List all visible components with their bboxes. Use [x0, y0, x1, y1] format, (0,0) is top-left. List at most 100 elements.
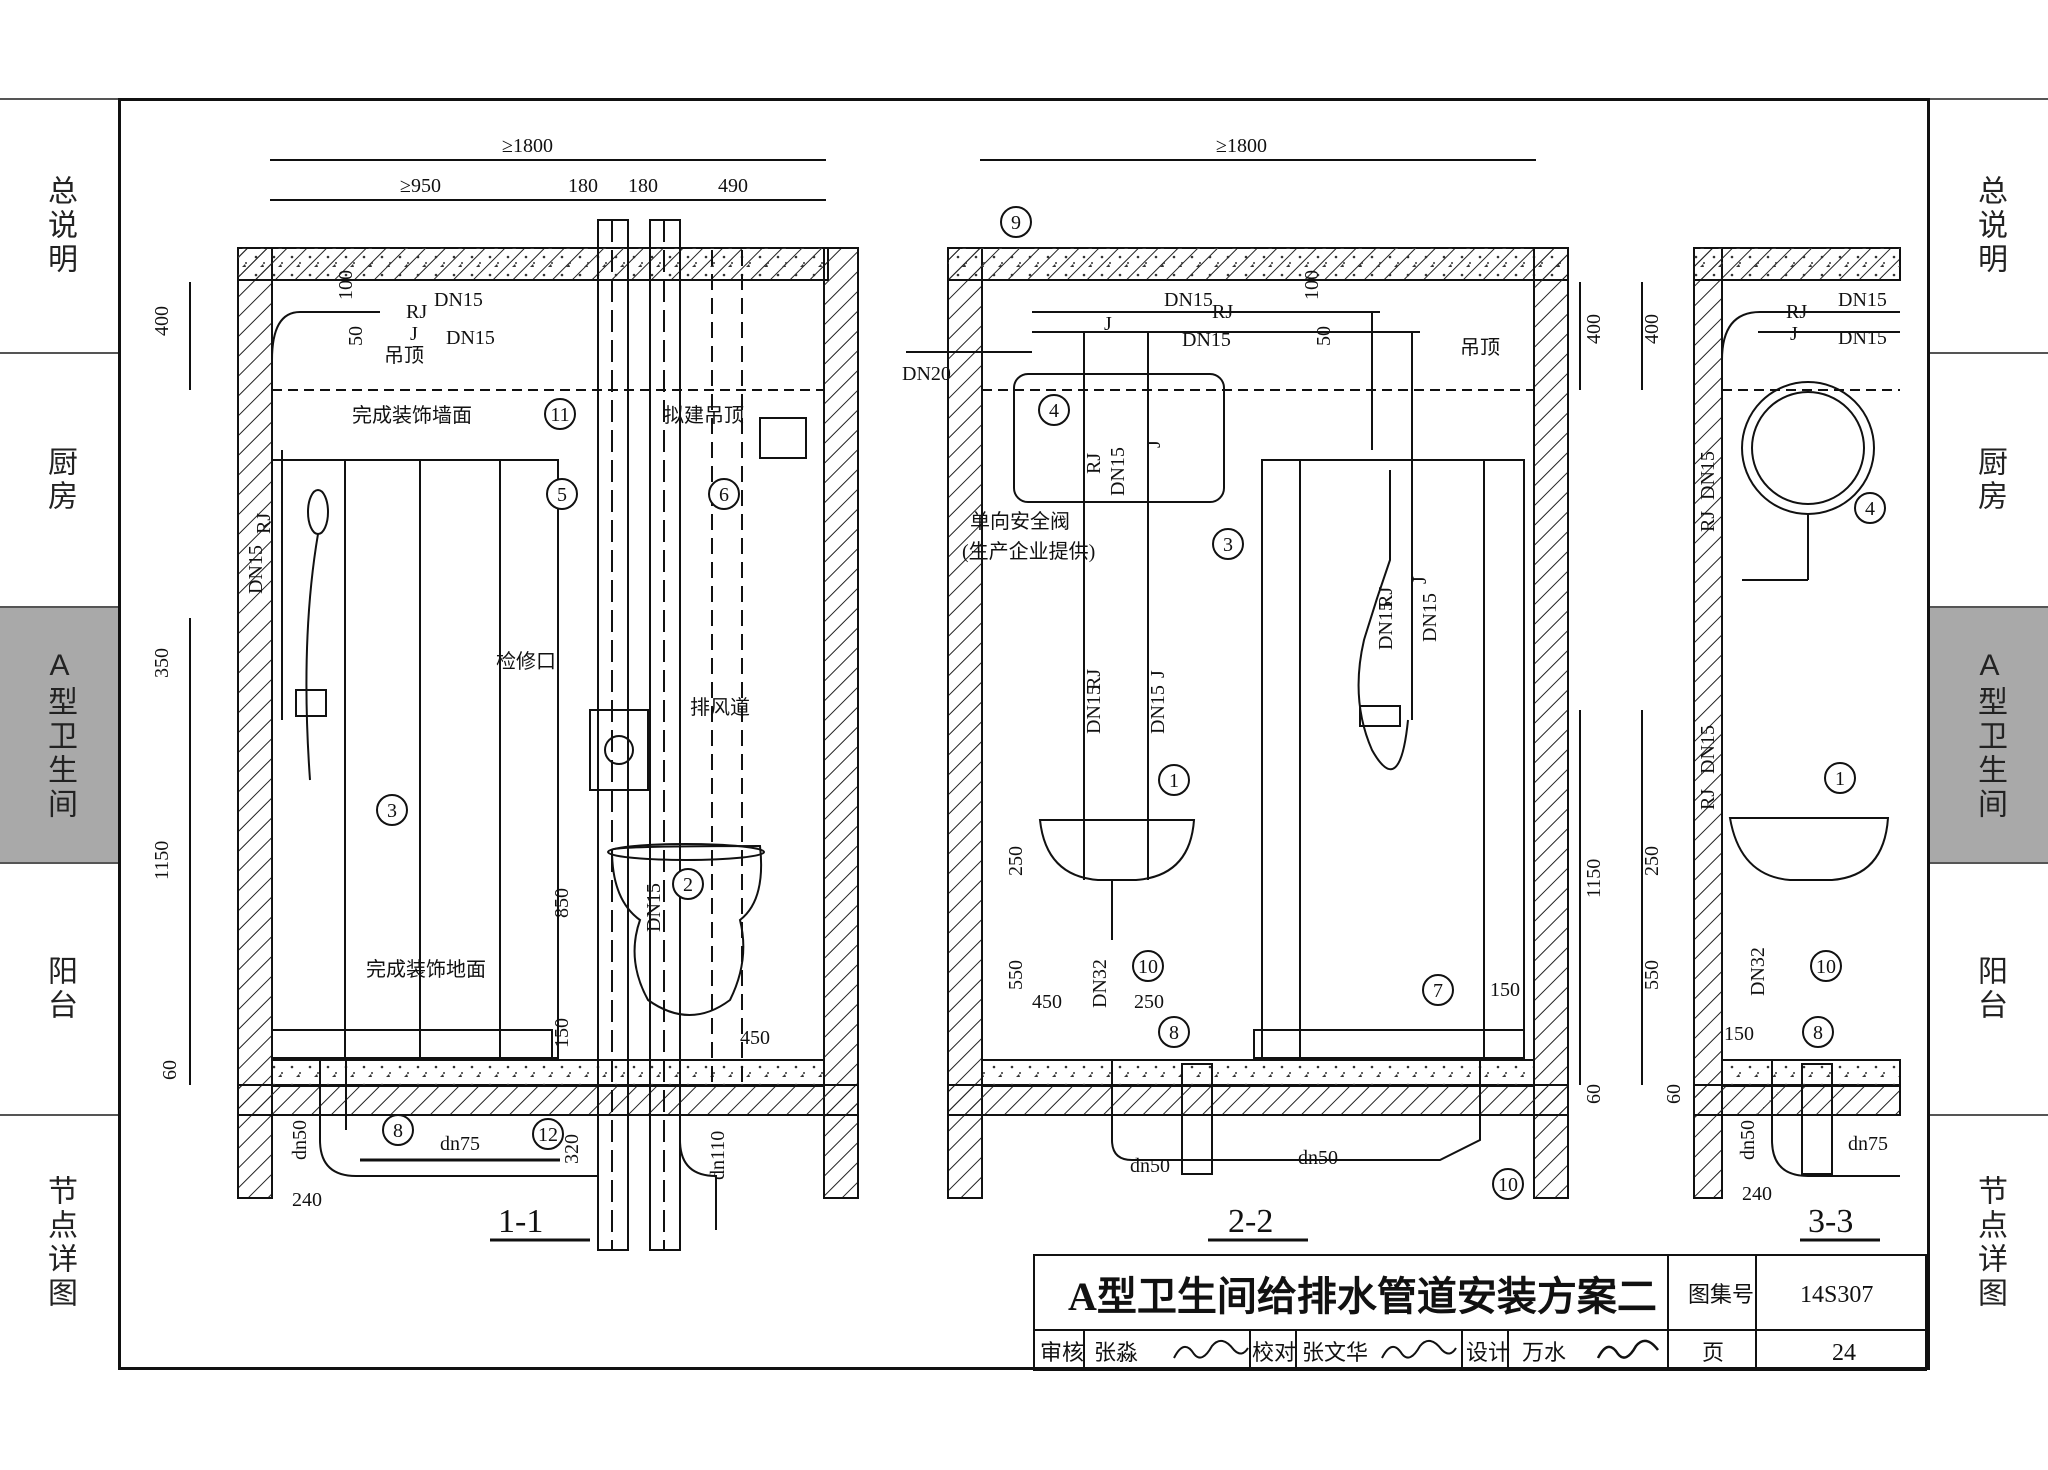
pipe-label: RJ	[406, 301, 427, 323]
pipe-label: RJ	[1212, 301, 1233, 323]
dim-label: 60	[1583, 1084, 1605, 1104]
pipe-label: dn75	[440, 1133, 480, 1155]
dim-label: 1150	[1583, 859, 1605, 898]
callout-number: 10	[1498, 1174, 1518, 1196]
drawing-frame	[118, 98, 1930, 1370]
pipe-label: DN15	[1083, 685, 1105, 734]
dim-label: 550	[1005, 960, 1027, 990]
checker-name: 张文华	[1302, 1340, 1368, 1365]
callout-number: 8	[393, 1120, 403, 1142]
pipe-label: dn50	[1298, 1147, 1338, 1169]
designer-signature	[1596, 1339, 1659, 1359]
side-tab-balcony[interactable]: 阳台	[43, 955, 76, 1023]
section-1-1	[189, 159, 859, 1251]
checker-signature	[1381, 1339, 1457, 1359]
dim-label: 450	[1032, 991, 1062, 1013]
pipe-label: DN15	[434, 289, 483, 311]
pipe-label: DN15	[1147, 685, 1169, 734]
callout-number: 3	[1223, 534, 1233, 556]
dim-label: 50	[345, 326, 367, 346]
callout-number: 6	[719, 484, 729, 506]
pipe-label: J	[1409, 576, 1431, 584]
page-number: 24	[1832, 1340, 1856, 1366]
side-tab-bathroom-a[interactable]: A型卫生间	[1930, 608, 2048, 862]
pipe-label: DN15	[1838, 327, 1887, 349]
review-label: 审核	[1040, 1340, 1084, 1365]
side-tab-details[interactable]: 节点详图	[1973, 1175, 2006, 1311]
pipe-label: J	[1104, 313, 1112, 335]
dim-label: 100	[335, 270, 357, 300]
callout-number: 10	[1816, 956, 1836, 978]
side-rule	[0, 352, 118, 354]
side-rule	[1930, 98, 2048, 100]
dim-label: 400	[1641, 314, 1663, 344]
pipe-label: DN32	[1089, 959, 1111, 1008]
callout-number: 3	[387, 800, 397, 822]
pipe-label: J	[410, 323, 418, 345]
dim-label: 60	[1663, 1084, 1685, 1104]
dim-label: ≥1800	[1216, 135, 1267, 157]
dim-label: 60	[159, 1060, 181, 1080]
dim-label: ≥950	[400, 175, 441, 197]
callout-group: 9 4 3 1 10 8 7 10	[1000, 206, 1524, 1200]
side-rule	[1930, 352, 2048, 354]
side-rule	[1930, 862, 2048, 864]
reviewer-name: 张淼	[1094, 1340, 1138, 1365]
pipe-label: DN15	[245, 545, 267, 594]
dim-label: 450	[740, 1027, 770, 1049]
side-tab-general[interactable]: 总说明	[43, 175, 76, 277]
callout-number: 4	[1049, 400, 1059, 422]
pipe-label: DN15	[1419, 593, 1441, 642]
side-tab-kitchen[interactable]: 厨房	[1973, 446, 2006, 514]
side-tab-kitchen[interactable]: 厨房	[43, 446, 76, 514]
atlas-label: 图集号	[1688, 1282, 1754, 1307]
callout-group: 11 5 6 3 2 8 12	[376, 398, 740, 1150]
section-label: 2-2	[1228, 1203, 1273, 1240]
dim-label: 1150	[151, 841, 173, 880]
dim-label: 550	[1641, 960, 1663, 990]
section-2-2	[906, 159, 1581, 1199]
pipe-label: DN15	[1697, 725, 1719, 774]
note-label: (生产企业提供)	[962, 540, 1095, 563]
pipe-label: dn50	[289, 1120, 311, 1160]
pipe-label: RJ	[1697, 511, 1719, 532]
dim-label: ≥1800	[502, 135, 553, 157]
dim-label: 150	[551, 1018, 573, 1048]
pipe-label: dn75	[1848, 1133, 1888, 1155]
section-3-3-labels: 400 250 550 150 60 240 RJ J DN15 DN15 DN…	[1641, 289, 1888, 1240]
title-block-text: A型卫生间给排水管道安装方案二 图集号 14S307 审核 张淼 校对 张文华 …	[1040, 1274, 1873, 1366]
callout-number: 7	[1433, 980, 1443, 1002]
section-label: 3-3	[1808, 1203, 1853, 1240]
dim-label: 320	[561, 1134, 583, 1164]
dim-label: 50	[1313, 326, 1335, 346]
dim-label: 150	[1724, 1023, 1754, 1045]
callout-group: 4 1 10 8	[1802, 492, 1886, 1048]
dim-label: 250	[1134, 991, 1164, 1013]
callout-number: 1	[1835, 768, 1845, 790]
design-label: 设计	[1466, 1340, 1510, 1365]
pipe-label: J	[1790, 323, 1798, 345]
callout-number: 2	[683, 874, 693, 896]
reviewer-signature	[1173, 1339, 1249, 1359]
side-tab-balcony[interactable]: 阳台	[1973, 955, 2006, 1023]
note-label: 检修口	[496, 650, 556, 673]
callout-number: 5	[557, 484, 567, 506]
side-rule	[0, 1114, 118, 1116]
pipe-label: J	[1147, 670, 1169, 678]
side-tab-bathroom-a[interactable]: A型卫生间	[0, 608, 118, 862]
pipe-label: DN15	[1375, 601, 1397, 650]
pipe-label: DN15	[1838, 289, 1887, 311]
pipe-label: DN15	[1107, 447, 1129, 496]
side-tab-general[interactable]: 总说明	[1973, 175, 2006, 277]
pipe-label: DN20	[902, 363, 951, 385]
side-rule	[0, 98, 118, 100]
note-label: 单向安全阀	[970, 510, 1070, 533]
side-tab-details[interactable]: 节点详图	[43, 1175, 76, 1311]
note-label: 吊顶	[384, 345, 424, 367]
section-label: 1-1	[498, 1203, 543, 1240]
pipe-label: RJ	[1786, 301, 1807, 323]
atlas-number: 14S307	[1800, 1282, 1873, 1308]
dim-label: 240	[292, 1189, 322, 1211]
designer-name: 万水	[1522, 1340, 1566, 1365]
